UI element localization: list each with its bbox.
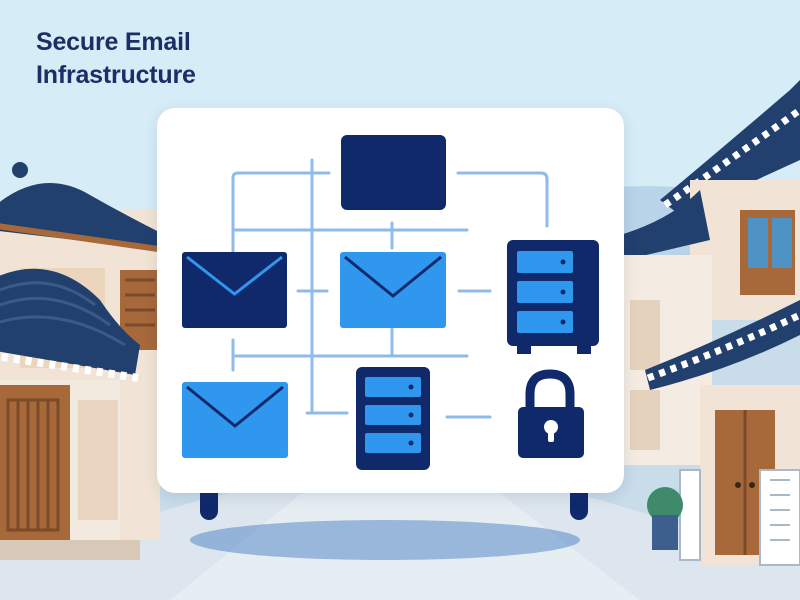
email-infrastructure-diagram bbox=[157, 108, 624, 493]
right-house-front bbox=[645, 300, 800, 566]
top-node-box bbox=[341, 135, 446, 210]
title-line-2: Infrastructure bbox=[36, 61, 196, 89]
title-line-1: Secure Email bbox=[36, 28, 191, 56]
board-shadow bbox=[190, 520, 580, 560]
diagram-canvas bbox=[182, 135, 599, 470]
connector-lines bbox=[231, 158, 549, 419]
lock-icon bbox=[518, 369, 584, 458]
right-house-mid bbox=[620, 190, 712, 465]
server-icon bbox=[507, 240, 599, 354]
server-icon bbox=[356, 367, 430, 470]
left-house-front bbox=[0, 268, 140, 560]
envelope-icon bbox=[182, 252, 287, 328]
envelope-icon bbox=[182, 382, 288, 458]
envelope-icon bbox=[340, 252, 446, 328]
page-title: Secure Email Infrastructure bbox=[36, 26, 196, 92]
